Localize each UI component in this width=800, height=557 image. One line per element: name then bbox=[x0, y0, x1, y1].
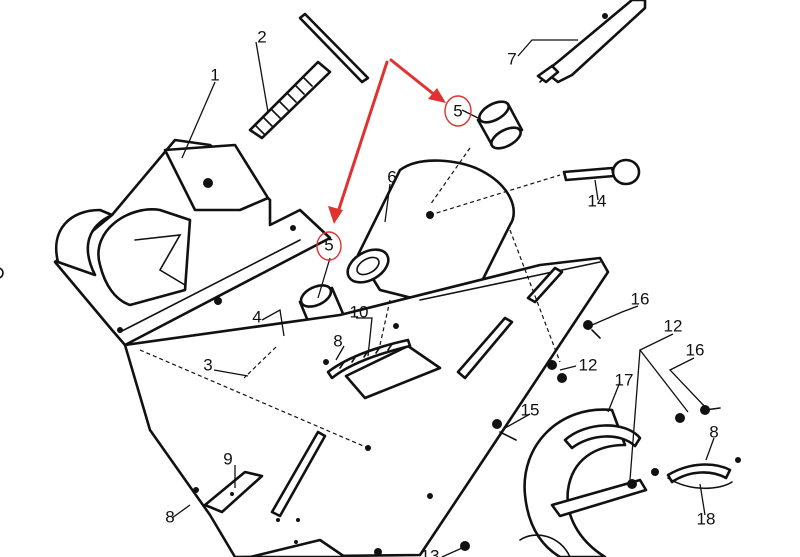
callout-16-top: 16 bbox=[631, 289, 650, 308]
part-1-clamp-body bbox=[53, 138, 332, 347]
highlight-circle-lower bbox=[316, 231, 342, 261]
callout-14: 14 bbox=[588, 191, 607, 210]
part-9-plate bbox=[193, 470, 264, 514]
part-2-t-handle-screw bbox=[248, 12, 370, 140]
part-14-pin bbox=[562, 158, 641, 186]
callout-8-right: 8 bbox=[709, 422, 718, 441]
callout-9: 9 bbox=[223, 449, 232, 468]
callout-5-upper: 5 bbox=[453, 101, 462, 120]
fasteners-12-16 bbox=[374, 320, 721, 556]
part-7-shaft bbox=[536, 0, 647, 84]
callout-5-lower: 5 bbox=[324, 235, 333, 254]
callout-13: 13 bbox=[421, 546, 440, 557]
callout-17: 17 bbox=[615, 370, 634, 389]
callout-16-right: 16 bbox=[686, 340, 705, 359]
highlight-arrow-lower bbox=[336, 60, 389, 214]
part-18-spring-clip bbox=[627, 457, 741, 490]
part-5-bushing-upper bbox=[476, 100, 524, 150]
highlight-arrow-upper bbox=[389, 58, 438, 98]
callout-1: 1 bbox=[210, 65, 219, 84]
callout-3: 3 bbox=[203, 355, 212, 374]
callout-labels: 1 2 3 4 5 5 6 7 8 8 8 9 10 12 12 13 14 1… bbox=[165, 27, 718, 557]
edge-mark bbox=[0, 267, 4, 279]
callout-15: 15 bbox=[521, 400, 540, 419]
callout-2: 2 bbox=[257, 27, 266, 46]
callout-18: 18 bbox=[697, 509, 716, 528]
callout-leaders bbox=[171, 39, 715, 557]
part-6-pivot-bracket bbox=[346, 159, 516, 307]
callout-12-mid: 12 bbox=[579, 355, 598, 374]
part-17-u-bracket bbox=[519, 408, 648, 557]
callout-12-top: 12 bbox=[664, 316, 683, 335]
callout-8-top: 8 bbox=[333, 331, 342, 350]
callout-4: 4 bbox=[252, 307, 261, 326]
callout-6: 6 bbox=[387, 167, 396, 186]
assembly-lines bbox=[139, 147, 561, 449]
callout-10: 10 bbox=[350, 302, 369, 321]
callout-8-left: 8 bbox=[165, 507, 174, 526]
callout-7: 7 bbox=[507, 49, 516, 68]
highlight-circle-upper bbox=[444, 95, 472, 127]
part-8-clip-upper bbox=[323, 323, 412, 380]
highlight-annotations bbox=[316, 58, 472, 261]
